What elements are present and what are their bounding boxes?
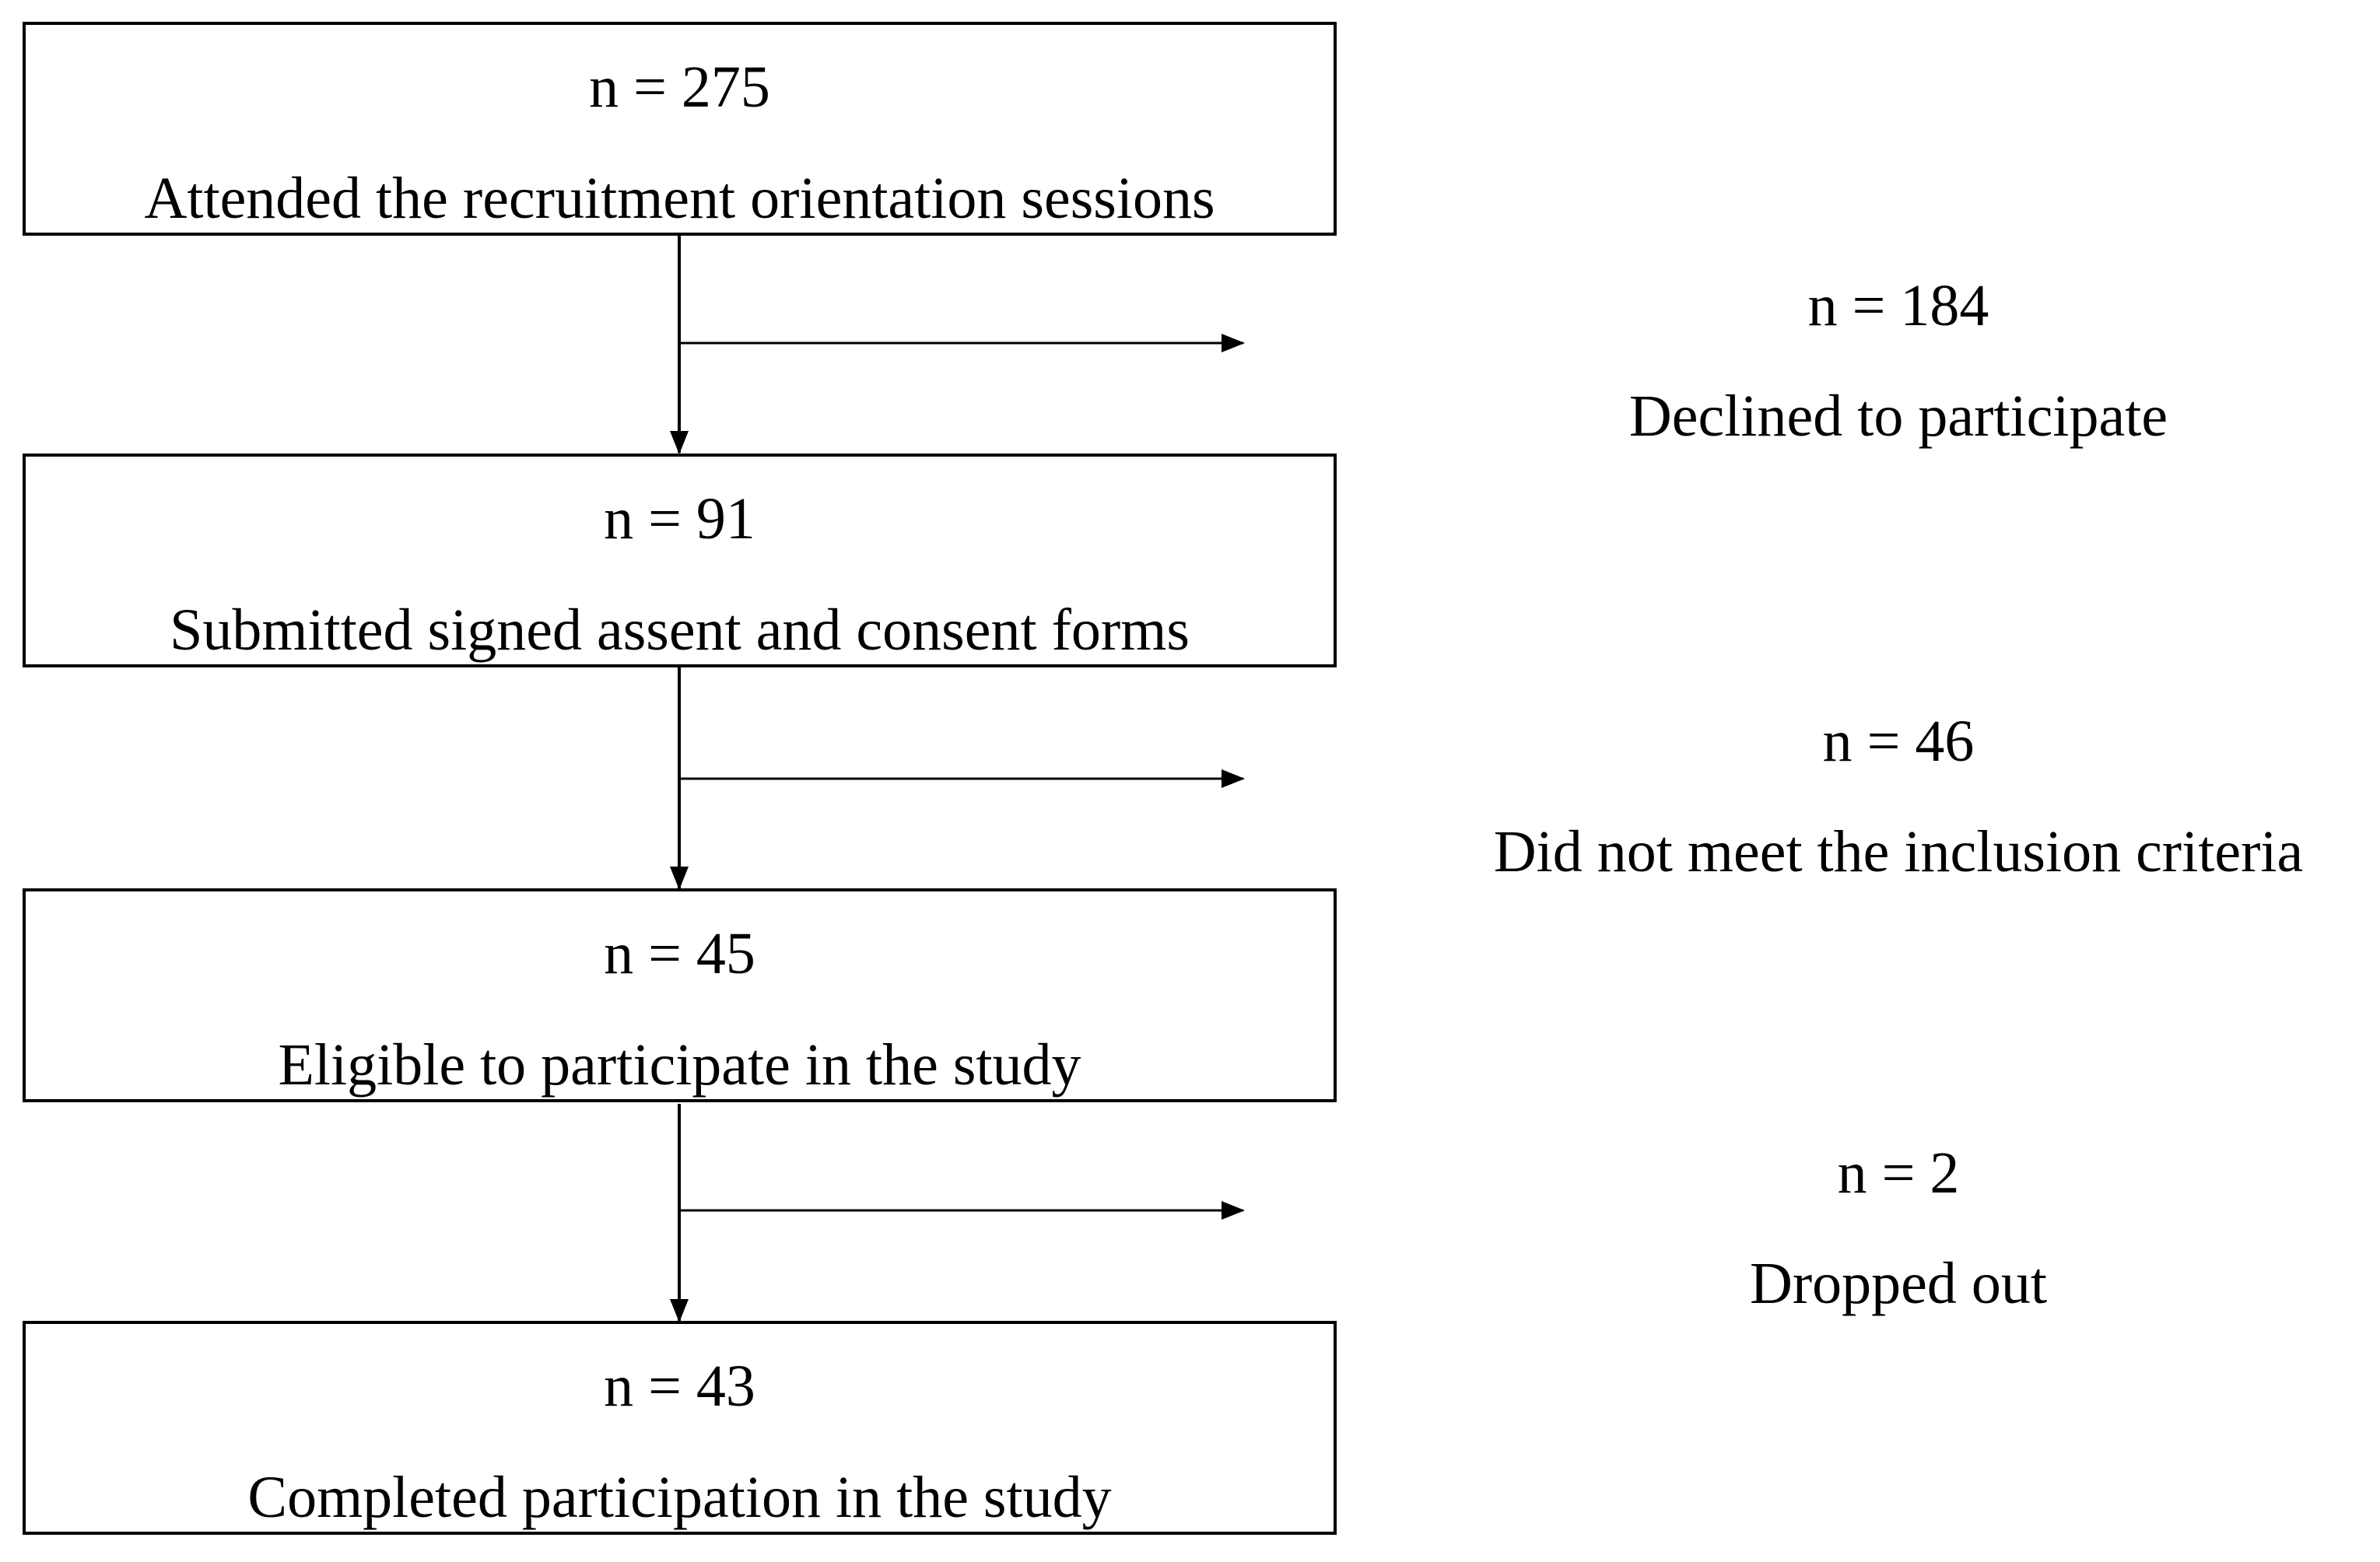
exclusion-count: n = 46 xyxy=(1822,709,1975,774)
exclusion-label: Did not meet the inclusion criteria xyxy=(1493,819,2304,884)
stage-count: n = 275 xyxy=(589,54,770,120)
stage-box-eligible: n = 45 Eligible to participate in the st… xyxy=(23,888,1337,1102)
exclusion-count: n = 184 xyxy=(1807,273,1989,338)
stage-label: Attended the recruitment orientation ses… xyxy=(144,166,1215,231)
stage-label: Eligible to participate in the study xyxy=(278,1032,1081,1098)
stage-label: Completed participation in the study xyxy=(247,1465,1112,1530)
stage-count: n = 43 xyxy=(604,1354,755,1419)
stage-box-submitted-forms: n = 91 Submitted signed assent and conse… xyxy=(23,454,1337,667)
stage-box-attended: n = 275 Attended the recruitment orienta… xyxy=(23,22,1337,236)
exclusion-count: n = 2 xyxy=(1837,1140,1960,1206)
exclusion-label: Declined to participate xyxy=(1628,383,2168,449)
stage-box-completed: n = 43 Completed participation in the st… xyxy=(23,1321,1337,1535)
stage-label: Submitted signed assent and consent form… xyxy=(170,597,1190,663)
stage-count: n = 45 xyxy=(604,921,755,986)
exclusion-label: Dropped out xyxy=(1749,1251,2048,1316)
stage-count: n = 91 xyxy=(604,486,755,552)
